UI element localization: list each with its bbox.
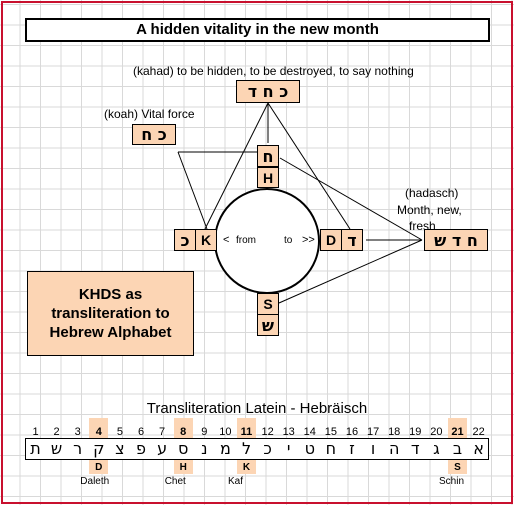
strip-number: 9 — [201, 426, 208, 438]
strip-letter-name: Daleth — [80, 476, 110, 487]
line-koah-kaf — [177, 151, 208, 230]
info-box: KHDS as transliteration to Hebrew Alphab… — [27, 271, 194, 356]
shin-hebrew-box: ש — [257, 314, 279, 336]
strip-number: 6 — [137, 426, 145, 438]
strip-number: 3 — [74, 426, 81, 438]
strip-number: 8 — [180, 426, 187, 438]
strip-hebrew-letter: מ — [219, 439, 231, 458]
line-kahad-dalet — [267, 102, 351, 230]
strip-latin-letter: H — [179, 462, 187, 473]
strip-hebrew-letter: ב — [452, 439, 463, 458]
alphabet-strip — [25, 438, 489, 460]
line-hadasch-het — [279, 157, 423, 241]
het-latin-box: H — [257, 167, 279, 188]
strip-number: 5 — [116, 426, 123, 438]
strip-number: 17 — [366, 426, 380, 438]
strip-hebrew-letter: י — [286, 439, 291, 458]
strip-letter-name: Kaf — [228, 476, 244, 487]
strip-number: 10 — [219, 426, 232, 438]
strip-letter-name: Chet — [164, 476, 186, 487]
strip-number: 21 — [451, 426, 464, 438]
strip-hebrew-letter: ת — [30, 439, 41, 458]
strip-hebrew-letter: פ — [136, 439, 146, 458]
strip-number: 18 — [388, 426, 401, 438]
strip-letter-name: Schin — [439, 476, 465, 487]
line-hadasch-shin — [278, 239, 423, 304]
shin-latin-box: S — [257, 293, 279, 315]
strip-number: 2 — [53, 426, 60, 438]
strip-number: 4 — [95, 426, 102, 438]
strip-latin-letter: D — [95, 462, 103, 473]
left-arrow: < — [223, 234, 230, 246]
strip-hebrew-letter: א — [473, 439, 484, 458]
dalet-latin-box: D — [320, 229, 342, 251]
right-arrow: >> — [302, 234, 315, 246]
strip-number: 16 — [345, 426, 359, 438]
strip-number: 19 — [409, 426, 422, 438]
strip-number: 12 — [261, 426, 274, 438]
strip-hebrew-letter: ק — [93, 439, 105, 458]
strip-number: 13 — [282, 426, 295, 438]
strip-number: 20 — [430, 426, 443, 438]
strip-number: 7 — [159, 426, 166, 438]
strip-hebrew-letter: כ — [263, 439, 272, 458]
strip-hebrew-letter: ח — [325, 439, 337, 458]
strip-hebrew-letter: ט — [304, 439, 315, 458]
hadasch-word-box: ח ד ש — [424, 229, 488, 251]
strip-hebrew-letter: נ — [201, 439, 208, 458]
strip-hebrew-letter: ו — [370, 439, 376, 458]
kahad-label: (kahad) to be hidden, to be destroyed, t… — [133, 64, 414, 78]
strip-hebrew-letter: ע — [157, 439, 168, 458]
het-hebrew-box: ח — [257, 145, 279, 167]
diagram-title: A hidden vitality in the new month — [25, 18, 490, 42]
from-label: from — [236, 235, 256, 246]
strip-number: 11 — [240, 426, 253, 438]
strip-hebrew-letter: צ — [115, 439, 125, 458]
koah-label: (koah) Vital force — [104, 107, 195, 121]
line-kahad-kaf — [204, 102, 269, 230]
strip-hebrew-letter: ל — [241, 439, 252, 458]
to-label: to — [284, 235, 293, 246]
strip-hebrew-letter: ג — [433, 439, 440, 458]
kaf-hebrew-box: כ — [174, 229, 196, 251]
strip-hebrew-letter: ס — [177, 439, 189, 458]
strip-hebrew-letter: ר — [73, 439, 83, 458]
strip-latin-letter: K — [242, 462, 251, 473]
strip-hebrew-letter: ז — [349, 439, 355, 458]
hadasch-label: (hadasch) — [405, 186, 459, 200]
kaf-latin-box: K — [195, 229, 217, 251]
strip-latin-letter: S — [454, 462, 461, 473]
strip-hebrew-letter: ד — [410, 439, 420, 458]
kahad-word-box: כ ח ד — [236, 80, 300, 103]
strip-number: 15 — [324, 426, 338, 438]
koah-word-box: כ ח — [132, 124, 176, 145]
strip-hebrew-letter: ש — [50, 439, 63, 458]
hadasch-meaning: Month, new, — [397, 203, 462, 217]
dalet-hebrew-box: ד — [341, 229, 363, 251]
strip-number: 22 — [472, 426, 485, 438]
strip-hebrew-letter: ה — [388, 439, 400, 458]
strip-title: Transliteration Latein - Hebräisch — [146, 400, 368, 417]
strip-number: 14 — [303, 426, 316, 438]
strip-number: 1 — [32, 426, 39, 438]
